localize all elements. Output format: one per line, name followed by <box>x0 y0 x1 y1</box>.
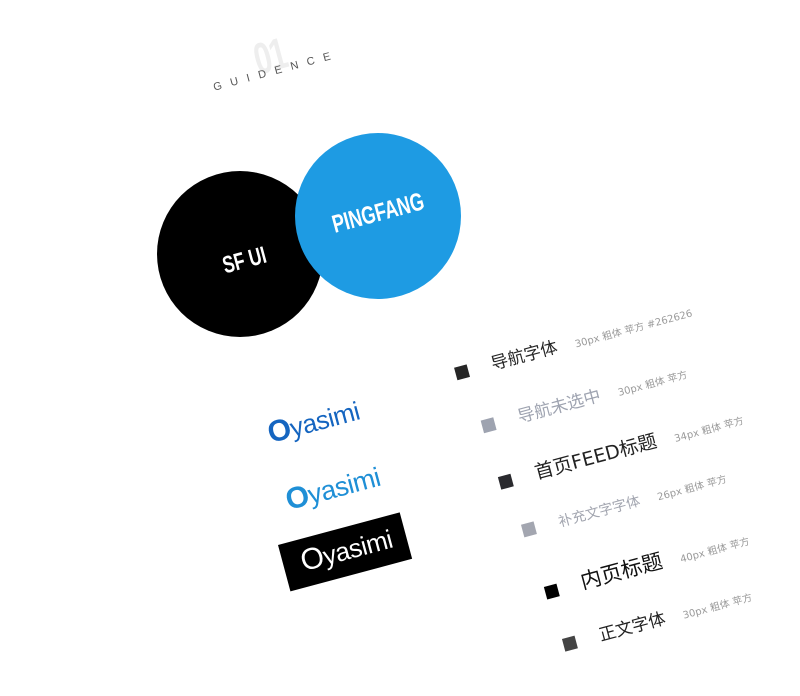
color-swatch-icon <box>561 635 578 652</box>
logo-dark-blue: Oyasimi <box>264 394 363 451</box>
color-swatch-icon <box>454 364 470 381</box>
logo-wordmark: yasimi <box>286 395 363 443</box>
logo-wordmark: yasimi <box>319 523 396 572</box>
color-swatch-icon <box>520 521 537 538</box>
logo-white-on-black: Oyasimi <box>278 512 412 592</box>
section-header: 01 GUIDENCE <box>212 29 341 94</box>
font-circle-sf-ui: SF UI <box>157 171 323 337</box>
logo-wordmark: yasimi <box>304 461 384 510</box>
spec-meta: 30px 粗体 苹方 #262626 <box>573 308 694 351</box>
spec-meta: 40px 粗体 苹方 <box>679 536 751 566</box>
font-spec-list: 导航字体 30px 粗体 苹方 #262626 导航未选中 30px 粗体 苹方… <box>452 291 799 696</box>
color-swatch-icon <box>543 583 560 600</box>
spec-name: 导航字体 <box>489 337 560 375</box>
typography-guide: 01 GUIDENCE SF UI PINGFANG Oyasimi Oyasi… <box>157 29 754 652</box>
color-swatch-icon <box>497 473 514 490</box>
logo-gradient-blue: Oyasimi <box>282 460 384 518</box>
font-circle-pingfang: PINGFANG <box>295 133 461 299</box>
color-swatch-icon <box>480 417 497 434</box>
font-label-pingfang: PINGFANG <box>328 186 427 239</box>
font-label-sf-ui: SF UI <box>220 241 270 280</box>
